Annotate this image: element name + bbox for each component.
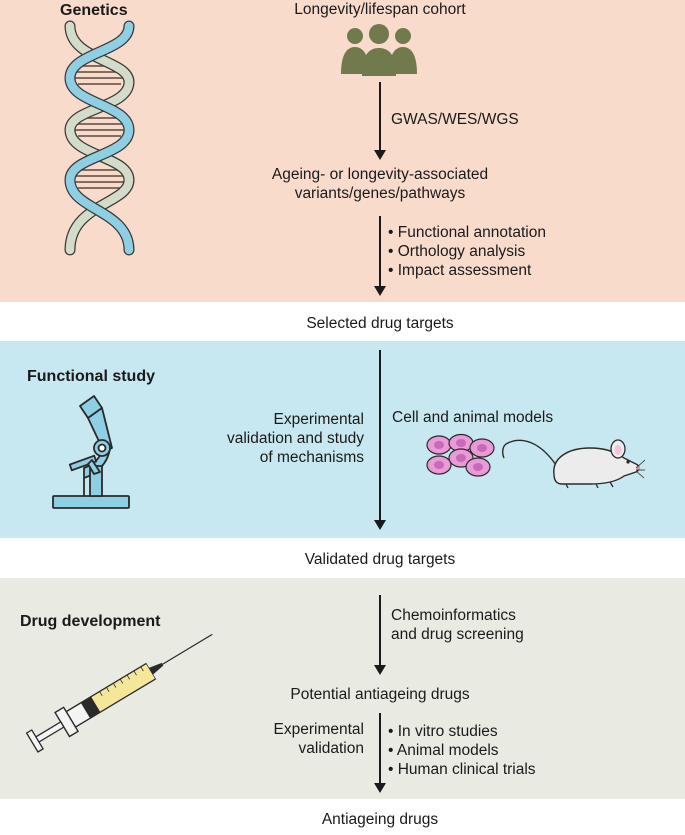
drug-step: • Animal models xyxy=(388,742,499,759)
arrow-validated-to-potential xyxy=(374,595,386,675)
mouse-icon xyxy=(501,439,646,489)
selected-targets-label: Selected drug targets xyxy=(306,315,454,332)
dna-helix-icon xyxy=(64,20,135,256)
drug-step: • Human clinical trials xyxy=(388,761,536,778)
syringe-icon xyxy=(25,633,213,753)
sequencing-methods-label: GWAS/WES/WGS xyxy=(391,111,519,128)
functional-title: Functional study xyxy=(27,368,155,385)
chemoinformatics-line2: and drug screening xyxy=(391,626,524,643)
arrow-selected-to-validated xyxy=(374,350,386,530)
validation-label-line1: Experimental xyxy=(273,721,364,738)
microscope-icon xyxy=(52,395,130,509)
variants-label-line2: variants/genes/pathways xyxy=(294,185,466,202)
arrow-variants-to-targets xyxy=(374,216,386,296)
final-drugs-label: Antiageing drugs xyxy=(321,811,439,828)
drug-title: Drug development xyxy=(20,613,161,630)
experimental-label-line3: of mechanisms xyxy=(259,449,364,466)
arrow-potential-to-final xyxy=(374,713,386,793)
validated-targets-label: Validated drug targets xyxy=(304,551,456,568)
cohort-label: Longevity/lifespan cohort xyxy=(294,1,466,18)
cell-cluster-icon xyxy=(426,433,495,477)
drug-step: • In vitro studies xyxy=(388,723,498,740)
experimental-label-line1: Experimental xyxy=(273,411,364,428)
models-label: Cell and animal models xyxy=(392,409,554,426)
variants-label-line1: Ageing- or longevity-associated xyxy=(271,166,489,183)
genetics-step: • Functional annotation xyxy=(388,224,546,241)
arrow-cohort-to-variants xyxy=(374,82,386,160)
genetics-step: • Impact assessment xyxy=(388,262,532,279)
validation-label-line2: validation xyxy=(298,740,365,757)
chemoinformatics-line1: Chemoinformatics xyxy=(391,607,516,624)
experimental-label-line2: validation and study xyxy=(226,430,364,447)
genetics-step: • Orthology analysis xyxy=(388,243,526,260)
potential-drugs-label: Potential antiageing drugs xyxy=(290,686,470,703)
people-group-icon xyxy=(341,24,417,76)
genetics-title: Genetics xyxy=(60,2,128,19)
